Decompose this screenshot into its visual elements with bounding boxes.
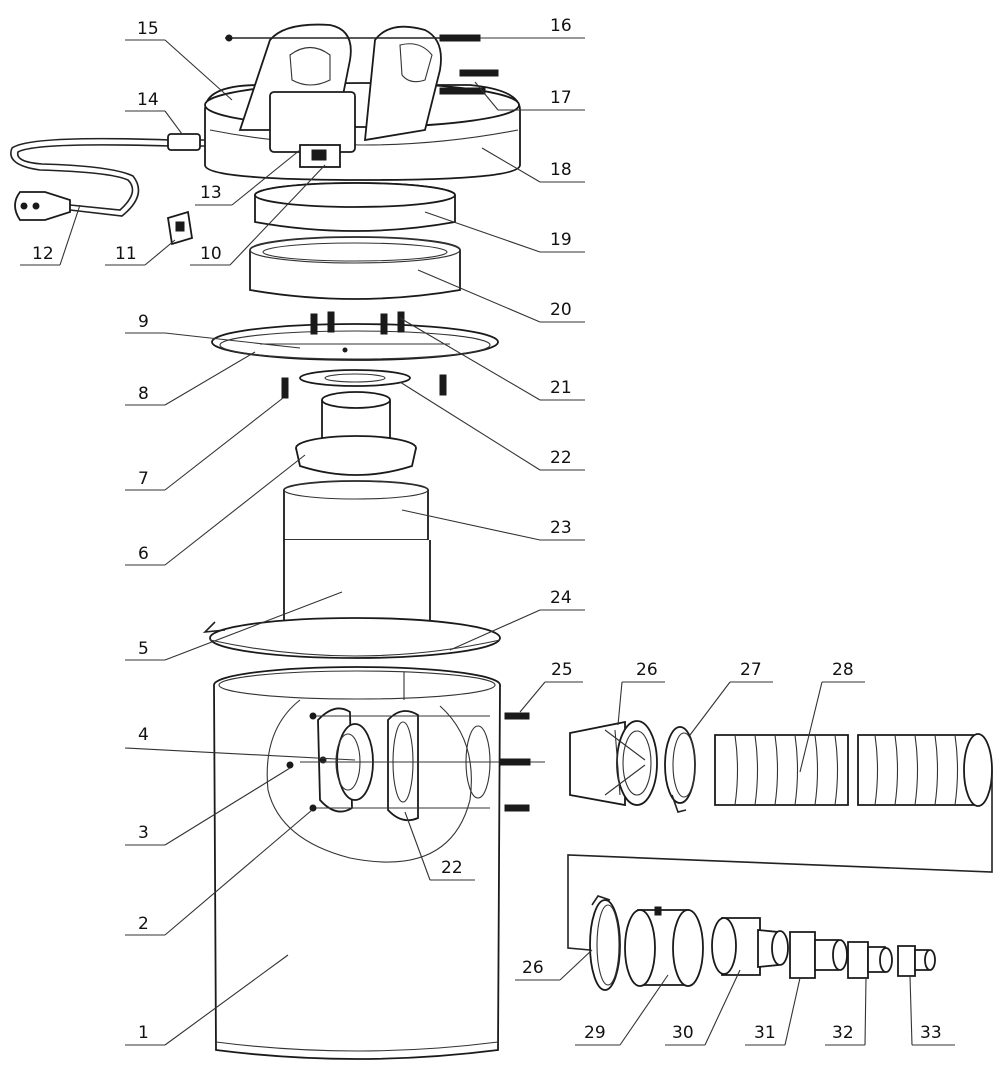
- label-23: 23: [550, 518, 572, 538]
- label-11: 11: [115, 244, 137, 264]
- callout-28: 28: [799, 660, 865, 773]
- callout-26-bottom: 26: [515, 949, 593, 981]
- label-25: 25: [551, 660, 573, 680]
- callout-11: 11: [105, 239, 176, 266]
- gasket-22-tank: [387, 710, 419, 822]
- callout-30: 30: [665, 969, 741, 1046]
- label-28: 28: [832, 660, 854, 680]
- callout-7: 7: [125, 397, 284, 491]
- callout-17: 17: [474, 81, 585, 111]
- label-26-top: 26: [636, 660, 658, 680]
- callout-10: 10: [190, 164, 326, 266]
- callout-22-top: 22: [399, 381, 585, 471]
- adapter-30: [711, 917, 789, 976]
- label-7: 7: [138, 469, 149, 489]
- label-16: 16: [550, 16, 572, 36]
- hose-cuff-26: [569, 720, 658, 807]
- screw-16: [225, 34, 481, 42]
- callout-16: 16: [480, 16, 585, 39]
- label-24: 24: [550, 588, 572, 608]
- switch-11: [166, 210, 194, 246]
- callout-13: 13: [195, 149, 301, 206]
- label-32: 32: [832, 1023, 854, 1043]
- label-9: 9: [138, 312, 149, 332]
- label-8: 8: [138, 384, 149, 404]
- label-12: 12: [32, 244, 54, 264]
- callout-33: 33: [909, 975, 955, 1046]
- label-27: 27: [740, 660, 762, 680]
- label-33: 33: [920, 1023, 942, 1043]
- label-4: 4: [138, 725, 149, 745]
- foam-filter-19: [254, 182, 456, 232]
- callout-24: 24: [449, 588, 585, 651]
- callout-9: 9: [125, 312, 301, 349]
- callout-19: 19: [424, 211, 585, 253]
- label-21: 21: [550, 378, 572, 398]
- callout-29: 29: [575, 974, 669, 1046]
- label-29: 29: [584, 1023, 606, 1043]
- label-20: 20: [550, 300, 572, 320]
- callout-25: 25: [519, 660, 583, 713]
- label-15: 15: [137, 19, 159, 39]
- callout-15: 15: [125, 19, 233, 101]
- tank-body: [213, 666, 501, 1060]
- label-13: 13: [200, 183, 222, 203]
- label-30: 30: [672, 1023, 694, 1043]
- hose-continuation-line: [567, 770, 993, 951]
- tank-inlet-outline: [266, 699, 472, 863]
- clamp-26: [589, 895, 621, 991]
- mounting-plate: [211, 323, 499, 361]
- motor-6: [295, 391, 417, 476]
- label-14: 14: [137, 90, 159, 110]
- screws-21: [310, 311, 405, 335]
- hose-28: [714, 733, 993, 807]
- label-6: 6: [138, 544, 149, 564]
- callout-5: 5: [125, 591, 343, 661]
- adapter-31: [789, 931, 848, 979]
- callout-2: 2: [125, 809, 313, 936]
- switch-housing: [269, 91, 356, 168]
- callout-4: 4: [124, 725, 356, 761]
- screw-17: [439, 69, 499, 95]
- label-2: 2: [138, 914, 149, 934]
- gasket-22: [299, 369, 411, 387]
- callout-27: 27: [689, 660, 773, 736]
- label-26-bottom: 26: [522, 958, 544, 978]
- callout-21: 21: [399, 317, 585, 401]
- callout-20: 20: [417, 269, 585, 323]
- callout-6: 6: [125, 454, 306, 566]
- label-22-top: 22: [550, 448, 572, 468]
- label-22-bottom: 22: [441, 858, 463, 878]
- label-10: 10: [200, 244, 222, 264]
- hose-clamp-27: [664, 726, 696, 813]
- power-cord: [10, 133, 205, 221]
- callout-31: 31: [745, 977, 801, 1046]
- screws-7: [281, 374, 447, 399]
- callout-14: 14: [125, 90, 183, 135]
- label-31: 31: [754, 1023, 776, 1043]
- head-handle-right: [363, 25, 442, 142]
- callout-32: 32: [825, 977, 867, 1046]
- label-19: 19: [550, 230, 572, 250]
- callout-23: 23: [401, 509, 585, 541]
- lid-ring-24: [202, 617, 501, 659]
- label-3: 3: [138, 823, 149, 843]
- callout-8: 8: [125, 351, 256, 406]
- callout-18: 18: [481, 147, 585, 183]
- label-18: 18: [550, 160, 572, 180]
- filter-ring-20: [249, 236, 461, 300]
- adapter-33: [897, 945, 936, 977]
- callout-22-bottom: 22: [404, 811, 475, 881]
- adapter-32: [847, 941, 893, 979]
- label-17: 17: [550, 88, 572, 108]
- callout-26-top: 26: [617, 660, 665, 726]
- adapter-29: [624, 906, 704, 987]
- callout-1: 1: [125, 954, 289, 1046]
- callout-12: 12: [20, 204, 81, 266]
- screws-25: [286, 712, 545, 812]
- label-1: 1: [138, 1023, 149, 1043]
- label-5: 5: [138, 639, 149, 659]
- callout-3: 3: [125, 767, 291, 846]
